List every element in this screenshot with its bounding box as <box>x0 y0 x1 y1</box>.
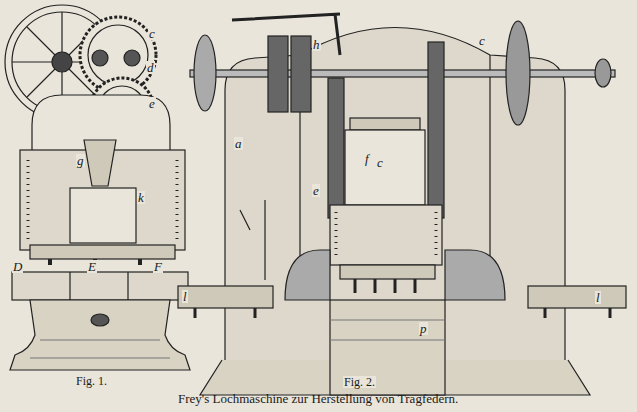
callout-letter: e <box>148 97 156 110</box>
callout-letter: h <box>312 38 321 51</box>
callout-letter: p <box>419 322 428 335</box>
figure-caption: Frey's Lochmaschine zur Herstellung von … <box>178 392 458 406</box>
callout-letter: c <box>478 34 486 47</box>
callout-letter: d <box>146 61 155 74</box>
figure-label: Fig. 1. <box>75 375 108 387</box>
fig2-machine <box>178 14 626 395</box>
callout-letter: l <box>182 290 188 303</box>
callout-letter: a <box>234 137 243 150</box>
callout-letter: c <box>376 156 384 169</box>
callout-letter: E <box>87 260 97 273</box>
callout-letter: g <box>76 154 85 167</box>
callout-letter: D <box>12 260 23 273</box>
callout-letter: e <box>312 184 320 197</box>
callout-letter: c <box>148 27 156 40</box>
callout-letter: F <box>153 260 163 273</box>
callout-letter: k <box>137 191 145 204</box>
callout-letter: l <box>595 291 601 304</box>
fig1-frame <box>10 95 190 370</box>
figure-label: Fig. 2. <box>343 376 376 388</box>
callout-letter: f <box>364 152 370 165</box>
